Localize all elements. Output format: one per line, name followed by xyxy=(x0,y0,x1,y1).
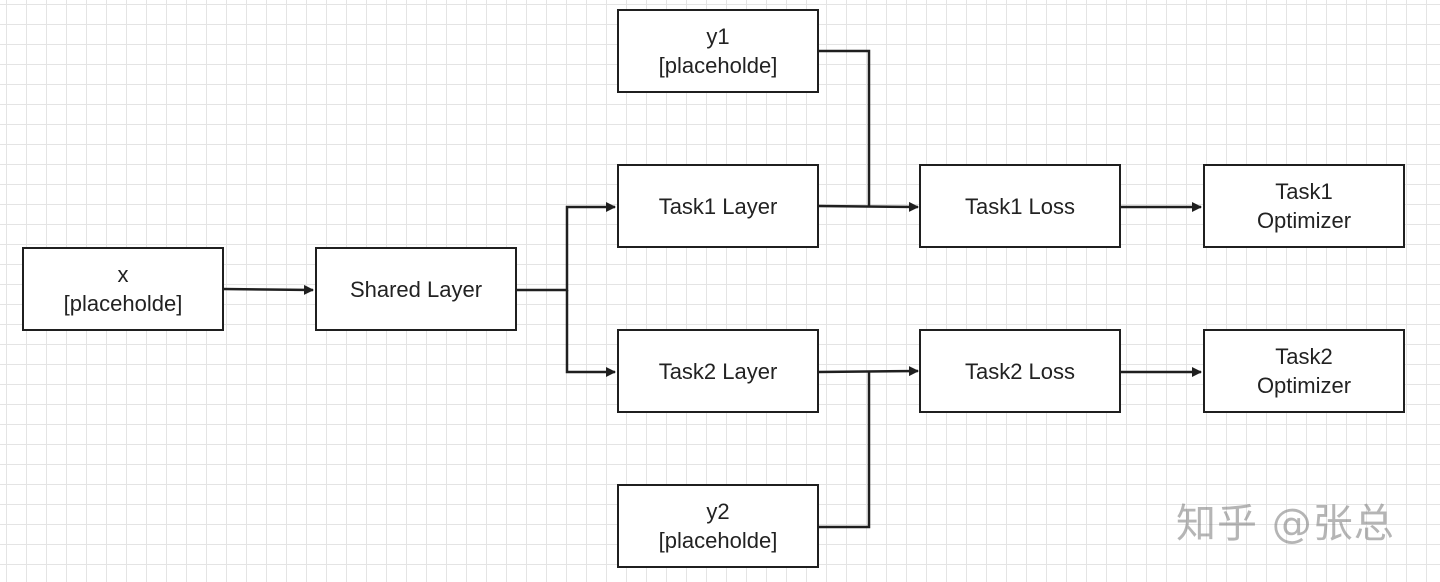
node-task1-loss-label: Task1 Loss xyxy=(964,193,1076,219)
node-y2-type: [placeholde] xyxy=(658,528,778,553)
node-y1-placeholder[interactable]: y1 [placeholde] xyxy=(617,9,819,93)
node-shared-layer-label: Shared Layer xyxy=(349,276,483,302)
node-task2-optimizer-line2: Optimizer xyxy=(1256,373,1352,398)
node-y2-name: y2 xyxy=(706,499,730,524)
node-task1-layer[interactable]: Task1 Layer xyxy=(617,164,819,248)
node-y1-type: [placeholde] xyxy=(658,53,778,78)
node-task2-layer[interactable]: Task2 Layer xyxy=(617,329,819,413)
node-task2-optimizer[interactable]: Task2 Optimizer xyxy=(1203,329,1405,413)
node-shared-layer[interactable]: Shared Layer xyxy=(315,247,517,331)
edge-y2-to-task2-loss xyxy=(818,372,871,529)
node-task2-loss[interactable]: Task2 Loss xyxy=(919,329,1121,413)
node-y1-name: y1 xyxy=(706,24,730,49)
zhihu-watermark: 知乎 @张总 xyxy=(1176,501,1395,547)
node-task2-layer-label: Task2 Layer xyxy=(658,358,778,384)
node-x-type: [placeholde] xyxy=(63,291,183,316)
edge-x-to-shared-layer xyxy=(222,284,314,295)
node-task1-layer-label: Task1 Layer xyxy=(658,193,778,219)
node-task1-optimizer[interactable]: Task1 Optimizer xyxy=(1203,164,1405,248)
node-x-placeholder[interactable]: x [placeholde] xyxy=(22,247,224,331)
node-task1-optimizer-line2: Optimizer xyxy=(1256,208,1352,233)
node-task1-loss[interactable]: Task1 Loss xyxy=(919,164,1121,248)
node-y2-placeholder[interactable]: y2 [placeholde] xyxy=(617,484,819,568)
node-task2-optimizer-line1: Task2 xyxy=(1275,344,1333,369)
edge-shared-to-task1-layer xyxy=(516,202,616,292)
node-task2-loss-label: Task2 Loss xyxy=(964,358,1076,384)
node-task1-optimizer-line1: Task1 xyxy=(1275,179,1333,204)
node-x-name: x xyxy=(117,262,129,287)
edge-task2-layer-to-task2-loss xyxy=(817,366,919,377)
edge-y1-to-task1-loss xyxy=(818,49,871,207)
edge-shared-to-task2-layer xyxy=(565,290,616,377)
